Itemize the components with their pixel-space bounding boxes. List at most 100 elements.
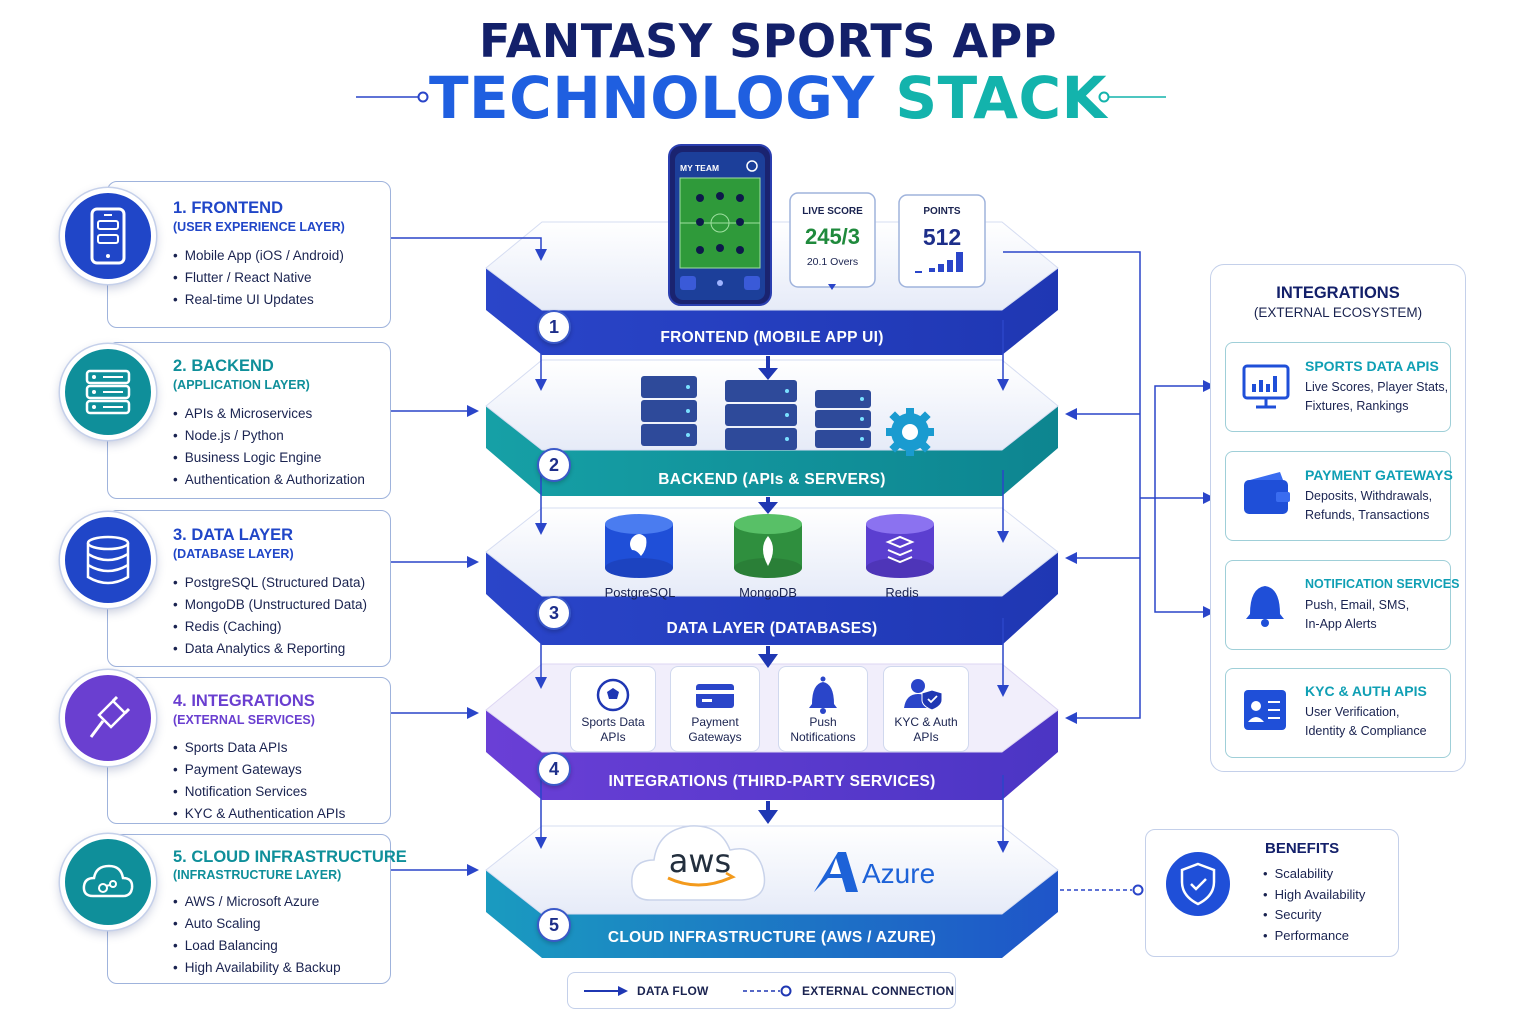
database-icon xyxy=(86,535,130,585)
card-data-list: PostgreSQL (Structured Data) MongoDB (Un… xyxy=(173,572,367,660)
redis-icon xyxy=(866,514,934,578)
points-label: POINTS xyxy=(923,206,961,217)
layer-number-1: 1 xyxy=(537,310,571,344)
rcard-notification-text: Push, Email, SMS, In-App Alerts xyxy=(1305,598,1410,631)
points-value: 512 xyxy=(922,224,962,250)
card-backend-list: APIs & Microservices Node.js / Python Bu… xyxy=(173,403,365,491)
aws-logo xyxy=(631,825,766,901)
list-item: Redis (Caching) xyxy=(173,616,367,638)
list-item: High Availability & Backup xyxy=(173,957,341,979)
list-item: Performance xyxy=(1263,926,1365,947)
badge-frontend xyxy=(60,188,156,284)
rcard-sports-head: SPORTS DATA APIS xyxy=(1305,358,1439,374)
badge-data-layer xyxy=(60,512,156,608)
layer-label-cloud: CLOUD INFRASTRUCTURE (AWS / AZURE) xyxy=(607,929,937,946)
layer-number-4: 4 xyxy=(537,752,571,786)
list-item: Authentication & Authorization xyxy=(173,469,365,491)
badge-cloud xyxy=(60,834,156,930)
layer-number-3: 3 xyxy=(537,596,571,630)
right-connectors xyxy=(1003,251,1215,724)
card-backend-head: 2. BACKEND xyxy=(173,357,274,375)
page-subtitle: TECHNOLOGY STACK xyxy=(428,64,1108,132)
aws-text: aws xyxy=(668,842,732,880)
card-data-head: 3. DATA LAYER xyxy=(173,526,294,544)
mobile-icon xyxy=(90,207,126,265)
db-label-mongodb: MongoDB xyxy=(739,585,797,600)
layer-label-integrations: INTEGRATIONS (THIRD-PARTY SERVICES) xyxy=(608,773,936,790)
card-frontend-head: 1. FRONTEND xyxy=(173,199,284,217)
live-score-overs: 20.1 Overs xyxy=(806,256,859,268)
card-integrations-head: 4. INTEGRATIONS xyxy=(173,692,315,710)
mongodb-icon xyxy=(734,514,802,578)
phone-mockup xyxy=(668,144,772,306)
list-item: Data Analytics & Reporting xyxy=(173,638,367,660)
rcard-notification-head: NOTIFICATION SERVICES xyxy=(1305,577,1460,591)
rcard-kyc-head: KYC & AUTH APIS xyxy=(1305,683,1427,699)
integrations-panel-title: INTEGRATIONS xyxy=(1276,284,1400,302)
server-icon xyxy=(85,369,131,415)
badge-integrations xyxy=(60,670,156,766)
list-item: AWS / Microsoft Azure xyxy=(173,891,341,913)
list-item: Sports Data APIs xyxy=(173,737,345,759)
page-title: FANTASY SPORTS APP xyxy=(479,14,1057,68)
list-item: Security xyxy=(1263,905,1365,926)
list-item: PostgreSQL (Structured Data) xyxy=(173,572,367,594)
layer-label-data: DATA LAYER (DATABASES) xyxy=(666,620,878,637)
card-integrations-sub: (EXTERNAL SERVICES) xyxy=(173,713,315,727)
list-item: Payment Gateways xyxy=(173,759,345,781)
left-connectors xyxy=(391,237,1009,876)
card-cloud-sub: (INFRASTRUCTURE LAYER) xyxy=(173,868,342,882)
integrations-panel-sub: (EXTERNAL ECOSYSTEM) xyxy=(1253,305,1423,320)
card-cloud-list: AWS / Microsoft Azure Auto Scaling Load … xyxy=(173,891,341,979)
list-item: Flutter / React Native xyxy=(173,267,344,289)
list-item: MongoDB (Unstructured Data) xyxy=(173,594,367,616)
postgresql-icon xyxy=(605,514,673,578)
list-item: Auto Scaling xyxy=(173,913,341,935)
list-item: Node.js / Python xyxy=(173,425,365,447)
list-item: Load Balancing xyxy=(173,935,341,957)
list-item: Notification Services xyxy=(173,781,345,803)
card-backend-sub: (APPLICATION LAYER) xyxy=(173,378,310,392)
list-item: KYC & Authentication APIs xyxy=(173,803,346,825)
rcard-payment-text: Deposits, Withdrawals, Refunds, Transact… xyxy=(1305,489,1433,522)
legend-external: EXTERNAL CONNECTION xyxy=(802,984,955,998)
list-item: Scalability xyxy=(1263,864,1365,885)
benefits-list: Scalability High Availability Security P… xyxy=(1263,864,1366,947)
phone-header: MY TEAM xyxy=(680,163,720,173)
rcard-sports-text: Live Scores, Player Stats, Fixtures, Ran… xyxy=(1305,380,1449,413)
gear-icon xyxy=(886,408,934,456)
layer-label-backend: BACKEND (APIs & SERVERS) xyxy=(658,471,886,488)
server-stacks xyxy=(641,376,871,450)
azure-text: Azure xyxy=(862,858,936,889)
list-item: Business Logic Engine xyxy=(173,447,365,469)
list-item: APIs & Microservices xyxy=(173,403,365,425)
rcard-kyc-text: User Verification, Identity & Compliance xyxy=(1305,705,1427,738)
layer-number-2: 2 xyxy=(537,448,571,482)
card-data-sub: (DATABASE LAYER) xyxy=(173,547,294,561)
card-integrations-list: Sports Data APIs Payment Gateways Notifi… xyxy=(173,737,346,825)
benefits-title: BENEFITS xyxy=(1265,840,1340,857)
list-item: High Availability xyxy=(1263,885,1366,906)
central-flow-arrows xyxy=(758,356,778,824)
legend-data-flow: DATA FLOW xyxy=(637,984,709,998)
badge-backend xyxy=(60,344,156,440)
live-score-label: LIVE SCORE xyxy=(802,206,863,217)
rcard-payment-head: PAYMENT GATEWAYS xyxy=(1305,467,1453,483)
db-label-postgresql: PostgreSQL xyxy=(604,585,676,600)
points-bars xyxy=(929,252,963,272)
layer-label-frontend: FRONTEND (MOBILE APP UI) xyxy=(660,329,884,346)
card-cloud-head: 5. CLOUD INFRASTRUCTURE xyxy=(173,848,407,866)
list-item: Real-time UI Updates xyxy=(173,289,344,311)
cloud-icon xyxy=(82,864,134,898)
platform-cloud xyxy=(485,825,1059,958)
points-card xyxy=(898,194,986,288)
card-frontend-list: Mobile App (iOS / Android) Flutter / Rea… xyxy=(173,245,344,311)
card-frontend-sub: (USER EXPERIENCE LAYER) xyxy=(173,220,345,234)
list-item: Mobile App (iOS / Android) xyxy=(173,245,344,267)
plug-icon xyxy=(89,695,131,738)
db-label-redis: Redis xyxy=(885,585,919,600)
